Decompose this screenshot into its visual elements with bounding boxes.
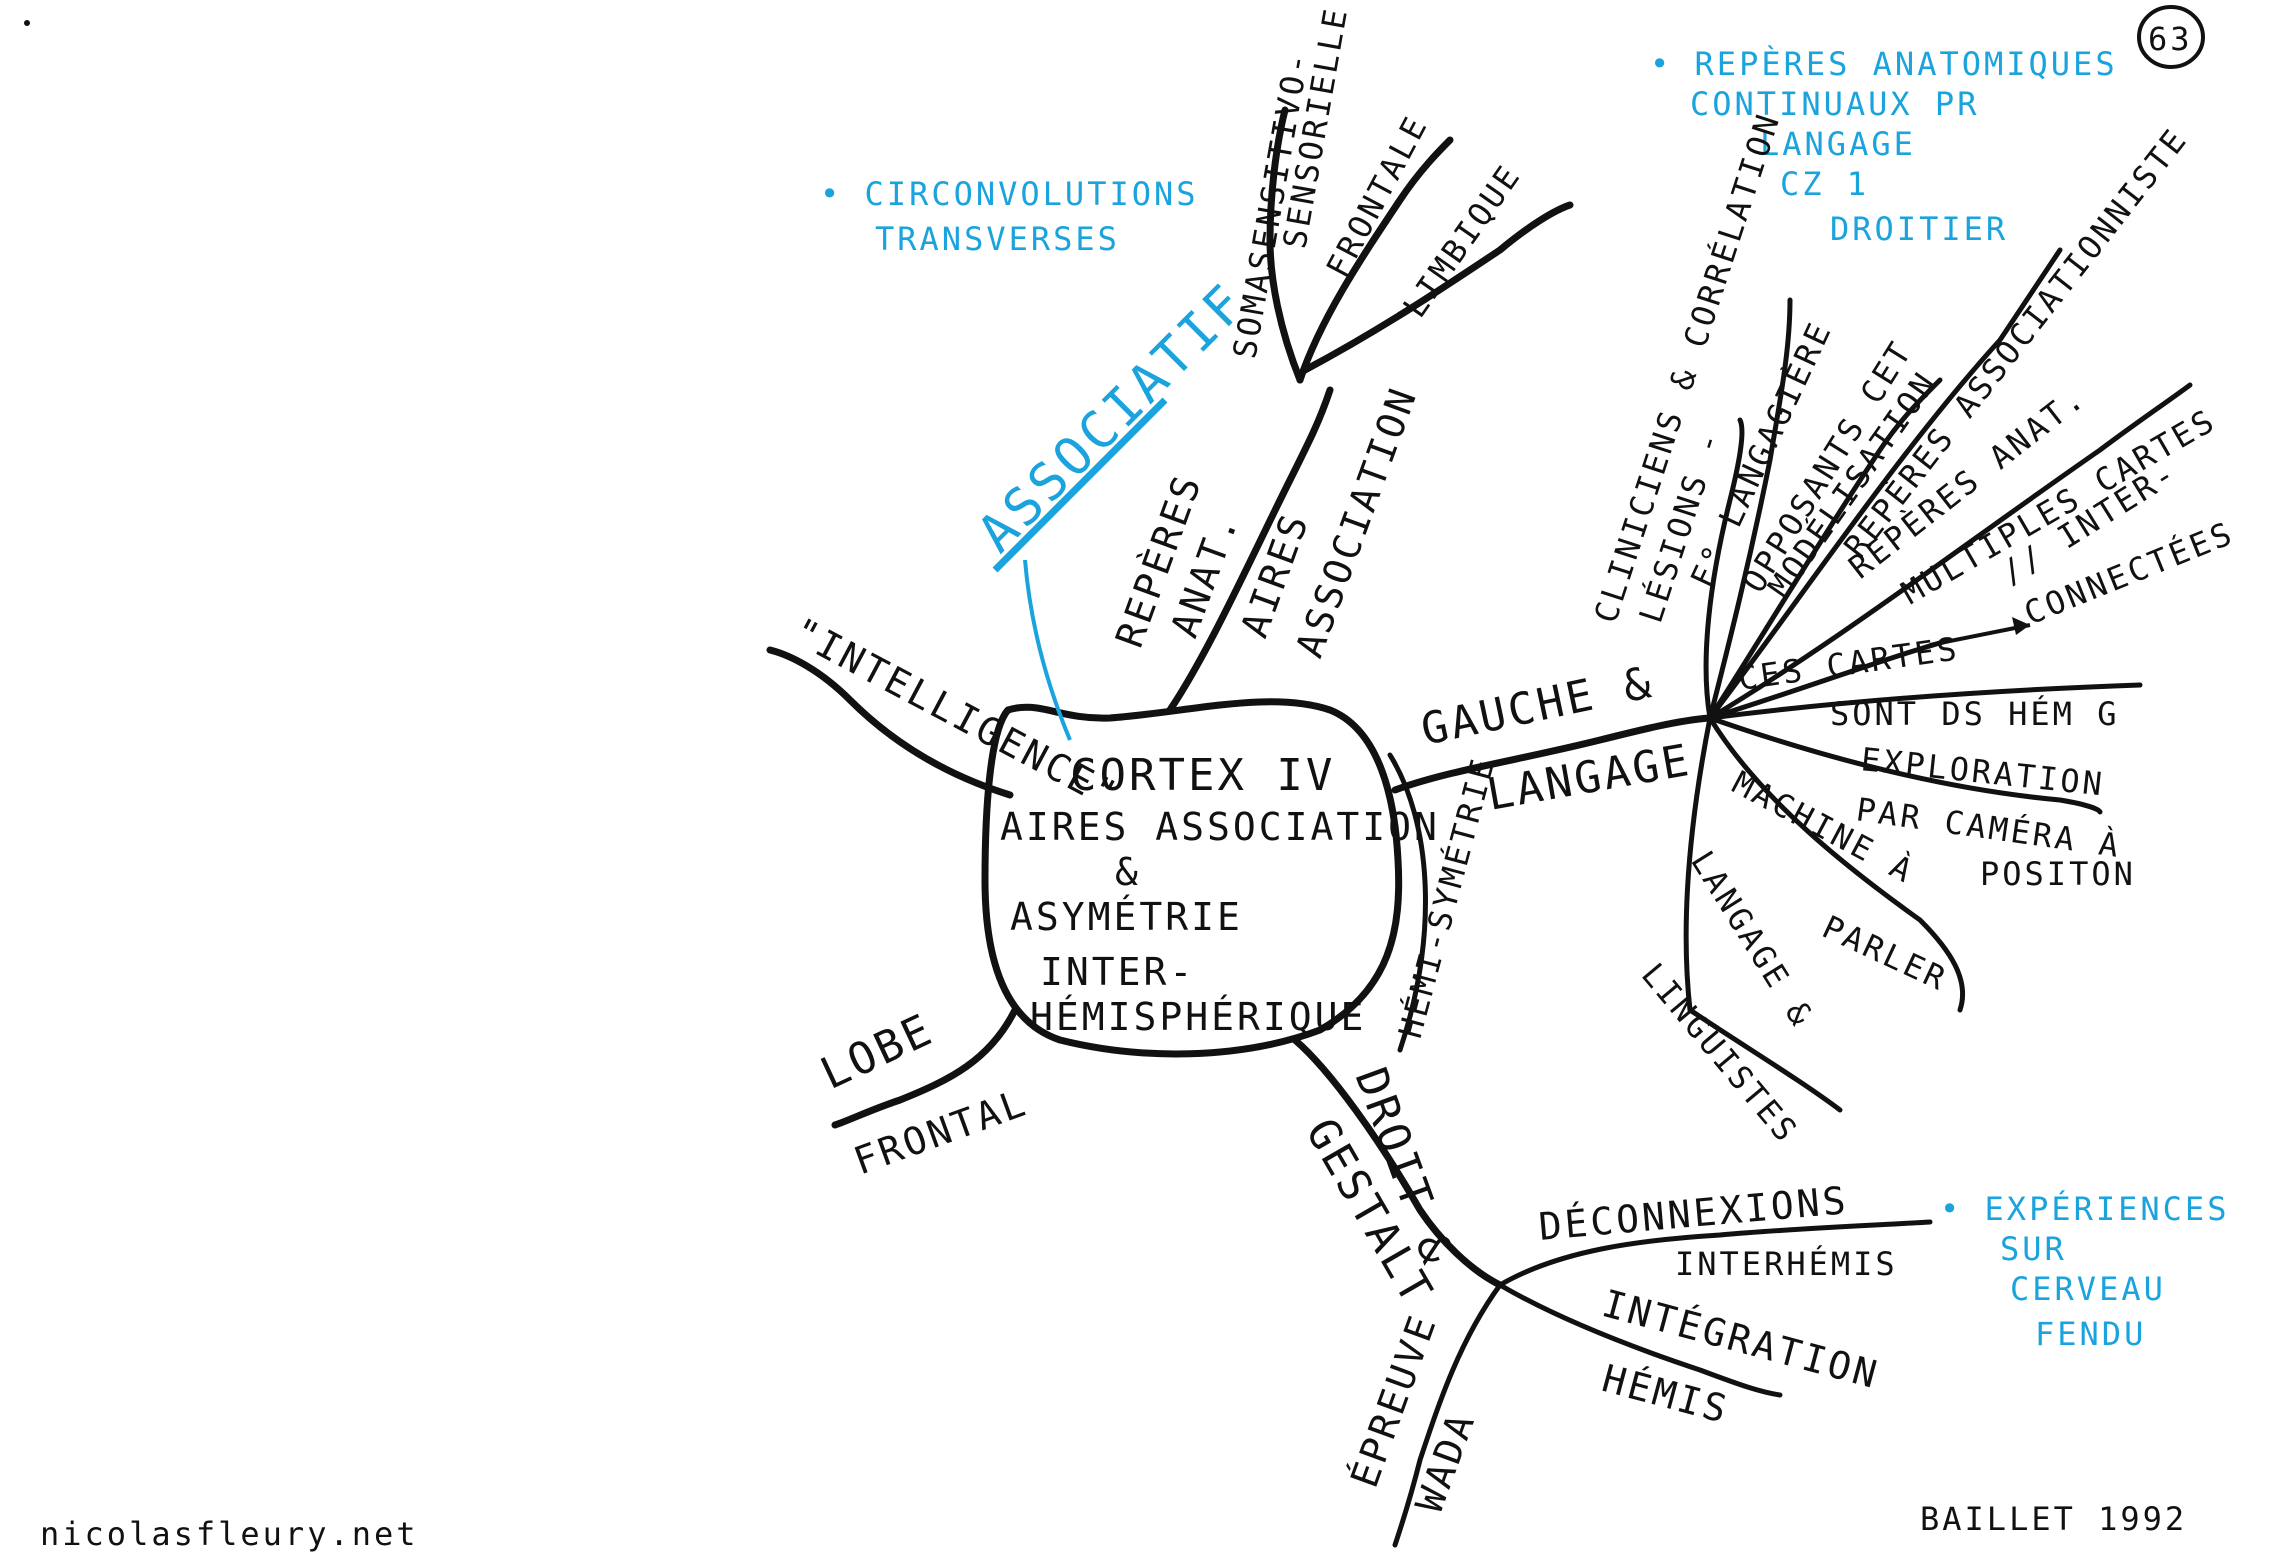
note-droitier: DROITIER: [1830, 210, 2008, 248]
note-circonvolutions: • CIRCONVOLUTIONS: [820, 175, 1199, 213]
branch-exploration: [1707, 715, 2103, 815]
note-cerveau: CERVEAU: [2010, 1270, 2166, 1308]
note-cz1: CZ 1: [1780, 165, 1869, 203]
note-transverses: TRANSVERSES: [875, 220, 1120, 258]
center-line-and: &: [1115, 850, 1141, 894]
branch-cliniciens: [1703, 417, 1745, 721]
branch-integration: [1497, 1282, 1783, 1398]
center-line-asymetrie: ASYMÉTRIE: [1010, 895, 1243, 939]
label-frontale: FRONTALE: [1319, 109, 1436, 284]
note-continuaux: CONTINUAUX PR: [1690, 85, 1979, 123]
branch-machine: [1707, 715, 1966, 1013]
branch-langage-linguistes: [1683, 715, 1843, 1113]
branch-multiples: [1707, 382, 2193, 721]
page-number-circle: [2137, 5, 2205, 69]
note-experiences: • EXPÉRIENCES: [1940, 1190, 2229, 1228]
branch-hemi-symetrie: [1387, 752, 1428, 1053]
associatif-connector: [1023, 559, 1072, 741]
note-fendu: FENDU: [2035, 1315, 2146, 1353]
note-sur: SUR: [2000, 1230, 2067, 1268]
branch-frontale: [1296, 136, 1454, 384]
label-lobe: LOBE: [813, 1004, 941, 1100]
branch-wada: [1392, 1282, 1503, 1548]
branch-gauche: [1391, 714, 1714, 794]
branch-opposants: [1707, 377, 1943, 721]
label-positon: POSITON: [1980, 855, 2136, 893]
label-parler: PARLER: [1817, 908, 1954, 999]
label-exploration: EXPLORATION: [1859, 740, 2107, 803]
label-frontal: FRONTAL: [848, 1080, 1033, 1183]
branch-intelligence: [766, 646, 1014, 799]
arrow-head-icon: [2012, 617, 2030, 635]
center-title: CORTEX IV: [1070, 750, 1335, 801]
branch-limbique: [1301, 201, 1574, 374]
arrow-ces-cartes: [1929, 623, 2031, 647]
branch-sont-hem: [1707, 682, 2143, 721]
label-gauche: GAUCHE &: [1417, 657, 1658, 756]
note-reperes-anatomiques: • REPÈRES ANATOMIQUES: [1650, 45, 2118, 83]
label-sont-hem: SONT DS HÉM G: [1830, 695, 2119, 733]
branch-reperes-assoc: [1707, 247, 2063, 721]
branch-aires: [1166, 386, 1334, 714]
branch-droit: [1291, 1036, 1504, 1289]
page-number: 63: [2148, 20, 2193, 58]
branch-lobe-frontal: [831, 1006, 1019, 1129]
center-line-aires: AIRES ASSOCIATION: [1000, 805, 1440, 849]
associatif-underline: [992, 397, 1168, 573]
note-langage: LANGAGE: [1760, 125, 1916, 163]
branch-ces-cartes: [1707, 637, 1953, 721]
center-line-hemispherique: HÉMISPHÉRIQUE: [1030, 995, 1366, 1039]
label-inter-hemis: INTERHÉMIS: [1675, 1245, 1898, 1283]
center-line-inter: INTER-: [1040, 950, 1195, 994]
footer-author: BAILLET 1992: [1920, 1500, 2187, 1538]
label-hemis: HÉMIS: [1598, 1356, 1734, 1432]
branch-somasensitivo: [1266, 106, 1304, 384]
branch-fo-langagiere: [1707, 297, 1793, 721]
footer-site: nicolasfleury.net: [40, 1515, 419, 1553]
ink-dot: [24, 20, 30, 26]
branch-deconnexions: [1497, 1219, 1933, 1288]
label-langage: LANGAGE: [1483, 735, 1695, 821]
center-bubble: [981, 698, 1403, 1058]
